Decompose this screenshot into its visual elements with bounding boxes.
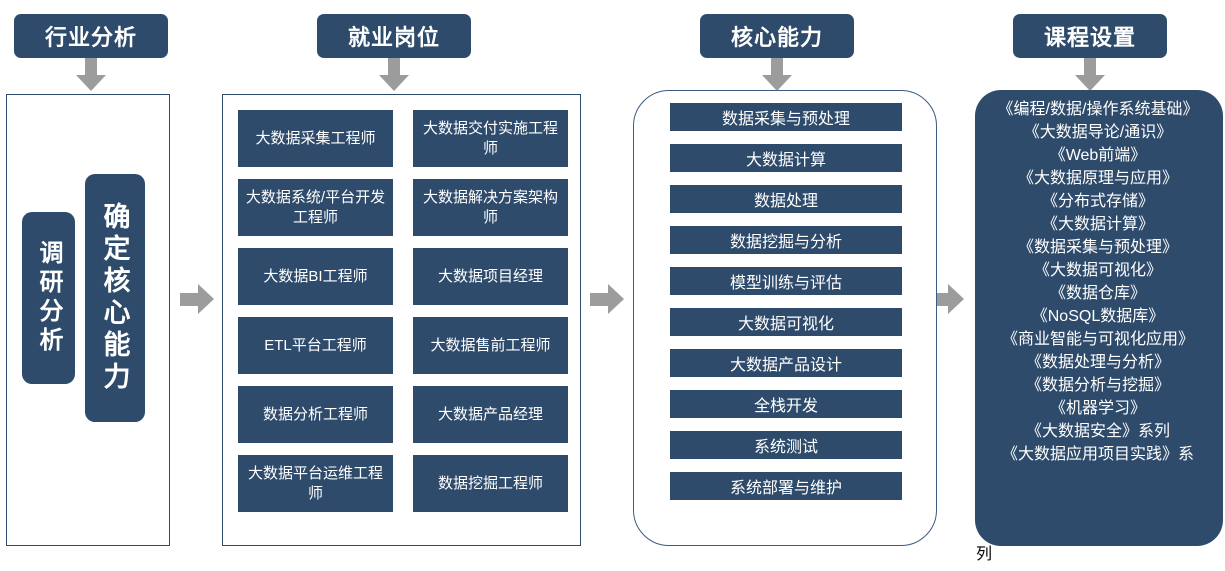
course-item[interactable]: 《大数据计算》 <box>1041 216 1154 234</box>
course-overflow-tail: 列 <box>976 546 993 563</box>
vertical-pill-determine-core-ability[interactable]: 确定核心能力 <box>85 174 145 422</box>
course-item[interactable]: 《大数据原理与应用》 <box>1017 170 1178 188</box>
down-arrow-icon-4 <box>1075 58 1105 91</box>
arrow-head <box>198 284 214 314</box>
course-item[interactable]: 《数据分析与挖掘》 <box>1025 377 1170 395</box>
job-box[interactable]: 大数据采集工程师 <box>238 110 393 167</box>
course-item[interactable]: 《大数据应用项目实践》系 <box>1001 446 1194 464</box>
down-arrow-icon-2 <box>379 58 409 91</box>
header-badge-job-positions[interactable]: 就业岗位 <box>317 14 471 58</box>
job-box[interactable]: 大数据售前工程师 <box>413 317 568 374</box>
header-badge-industry-analysis[interactable]: 行业分析 <box>14 14 168 58</box>
arrow-head <box>608 284 624 314</box>
down-arrow-icon-1 <box>76 58 106 91</box>
course-list: 《编程/数据/操作系统基础》 《大数据导论/通识》 《Web前端》 《大数据原理… <box>968 98 1225 467</box>
course-item[interactable]: 《大数据安全》系列 <box>1025 423 1170 441</box>
capability-bar[interactable]: 大数据可视化 <box>670 308 902 336</box>
capability-bar[interactable]: 大数据计算 <box>670 144 902 172</box>
job-position-grid: 大数据采集工程师 大数据交付实施工程师 大数据系统/平台开发工程师 大数据解决方… <box>238 110 568 530</box>
arrow-shaft <box>180 293 199 306</box>
capability-bar[interactable]: 全栈开发 <box>670 390 902 418</box>
arrow-head <box>379 75 409 91</box>
down-arrow-icon-3 <box>762 58 792 91</box>
course-item[interactable]: 《机器学习》 <box>1049 400 1146 418</box>
right-arrow-icon-2 <box>590 284 624 314</box>
arrow-shaft <box>388 58 400 76</box>
vertical-pill-research-analysis[interactable]: 调研分析 <box>22 212 75 384</box>
right-arrow-icon-1 <box>180 284 214 314</box>
job-box[interactable]: 数据挖掘工程师 <box>413 455 568 512</box>
header-badge-course-setup[interactable]: 课程设置 <box>1013 14 1167 58</box>
arrow-shaft <box>85 58 97 76</box>
job-box[interactable]: 大数据解决方案架构师 <box>413 179 568 236</box>
job-box[interactable]: 大数据平台运维工程师 <box>238 455 393 512</box>
course-item[interactable]: 《NoSQL数据库》 <box>1031 308 1165 326</box>
course-item[interactable]: 《分布式存储》 <box>1041 193 1154 211</box>
arrow-head <box>76 75 106 91</box>
capability-bar[interactable]: 系统部署与维护 <box>670 472 902 500</box>
capability-bar[interactable]: 模型训练与评估 <box>670 267 902 295</box>
job-box[interactable]: 大数据交付实施工程师 <box>413 110 568 167</box>
job-box[interactable]: 数据分析工程师 <box>238 386 393 443</box>
capability-bar[interactable]: 数据挖掘与分析 <box>670 226 902 254</box>
course-item[interactable]: 《大数据可视化》 <box>1033 262 1162 280</box>
arrow-shaft <box>771 58 783 76</box>
arrow-head <box>762 75 792 91</box>
arrow-shaft <box>1084 58 1096 76</box>
job-box[interactable]: 大数据产品经理 <box>413 386 568 443</box>
course-item[interactable]: 《数据处理与分析》 <box>1025 354 1170 372</box>
column-course-setup-container <box>975 90 1223 546</box>
course-item[interactable]: 《商业智能与可视化应用》 <box>1001 331 1194 349</box>
course-item[interactable]: 《数据采集与预处理》 <box>1017 239 1178 257</box>
capability-bar[interactable]: 大数据产品设计 <box>670 349 902 377</box>
arrow-head <box>1075 75 1105 91</box>
capability-bar[interactable]: 数据处理 <box>670 185 902 213</box>
arrow-shaft <box>590 293 609 306</box>
course-item[interactable]: 《数据仓库》 <box>1049 285 1146 303</box>
capability-bar[interactable]: 数据采集与预处理 <box>670 103 902 131</box>
job-box[interactable]: 大数据BI工程师 <box>238 248 393 305</box>
job-box[interactable]: ETL平台工程师 <box>238 317 393 374</box>
capability-list: 数据采集与预处理 大数据计算 数据处理 数据挖掘与分析 模型训练与评估 大数据可… <box>670 103 902 500</box>
capability-bar[interactable]: 系统测试 <box>670 431 902 459</box>
course-item[interactable]: 《编程/数据/操作系统基础》 <box>997 101 1199 118</box>
arrow-head <box>948 284 964 314</box>
course-item[interactable]: 《Web前端》 <box>1049 147 1147 165</box>
job-box[interactable]: 大数据项目经理 <box>413 248 568 305</box>
course-item[interactable]: 《大数据导论/通识》 <box>1023 124 1173 142</box>
header-badge-core-abilities[interactable]: 核心能力 <box>700 14 854 58</box>
job-box[interactable]: 大数据系统/平台开发工程师 <box>238 179 393 236</box>
